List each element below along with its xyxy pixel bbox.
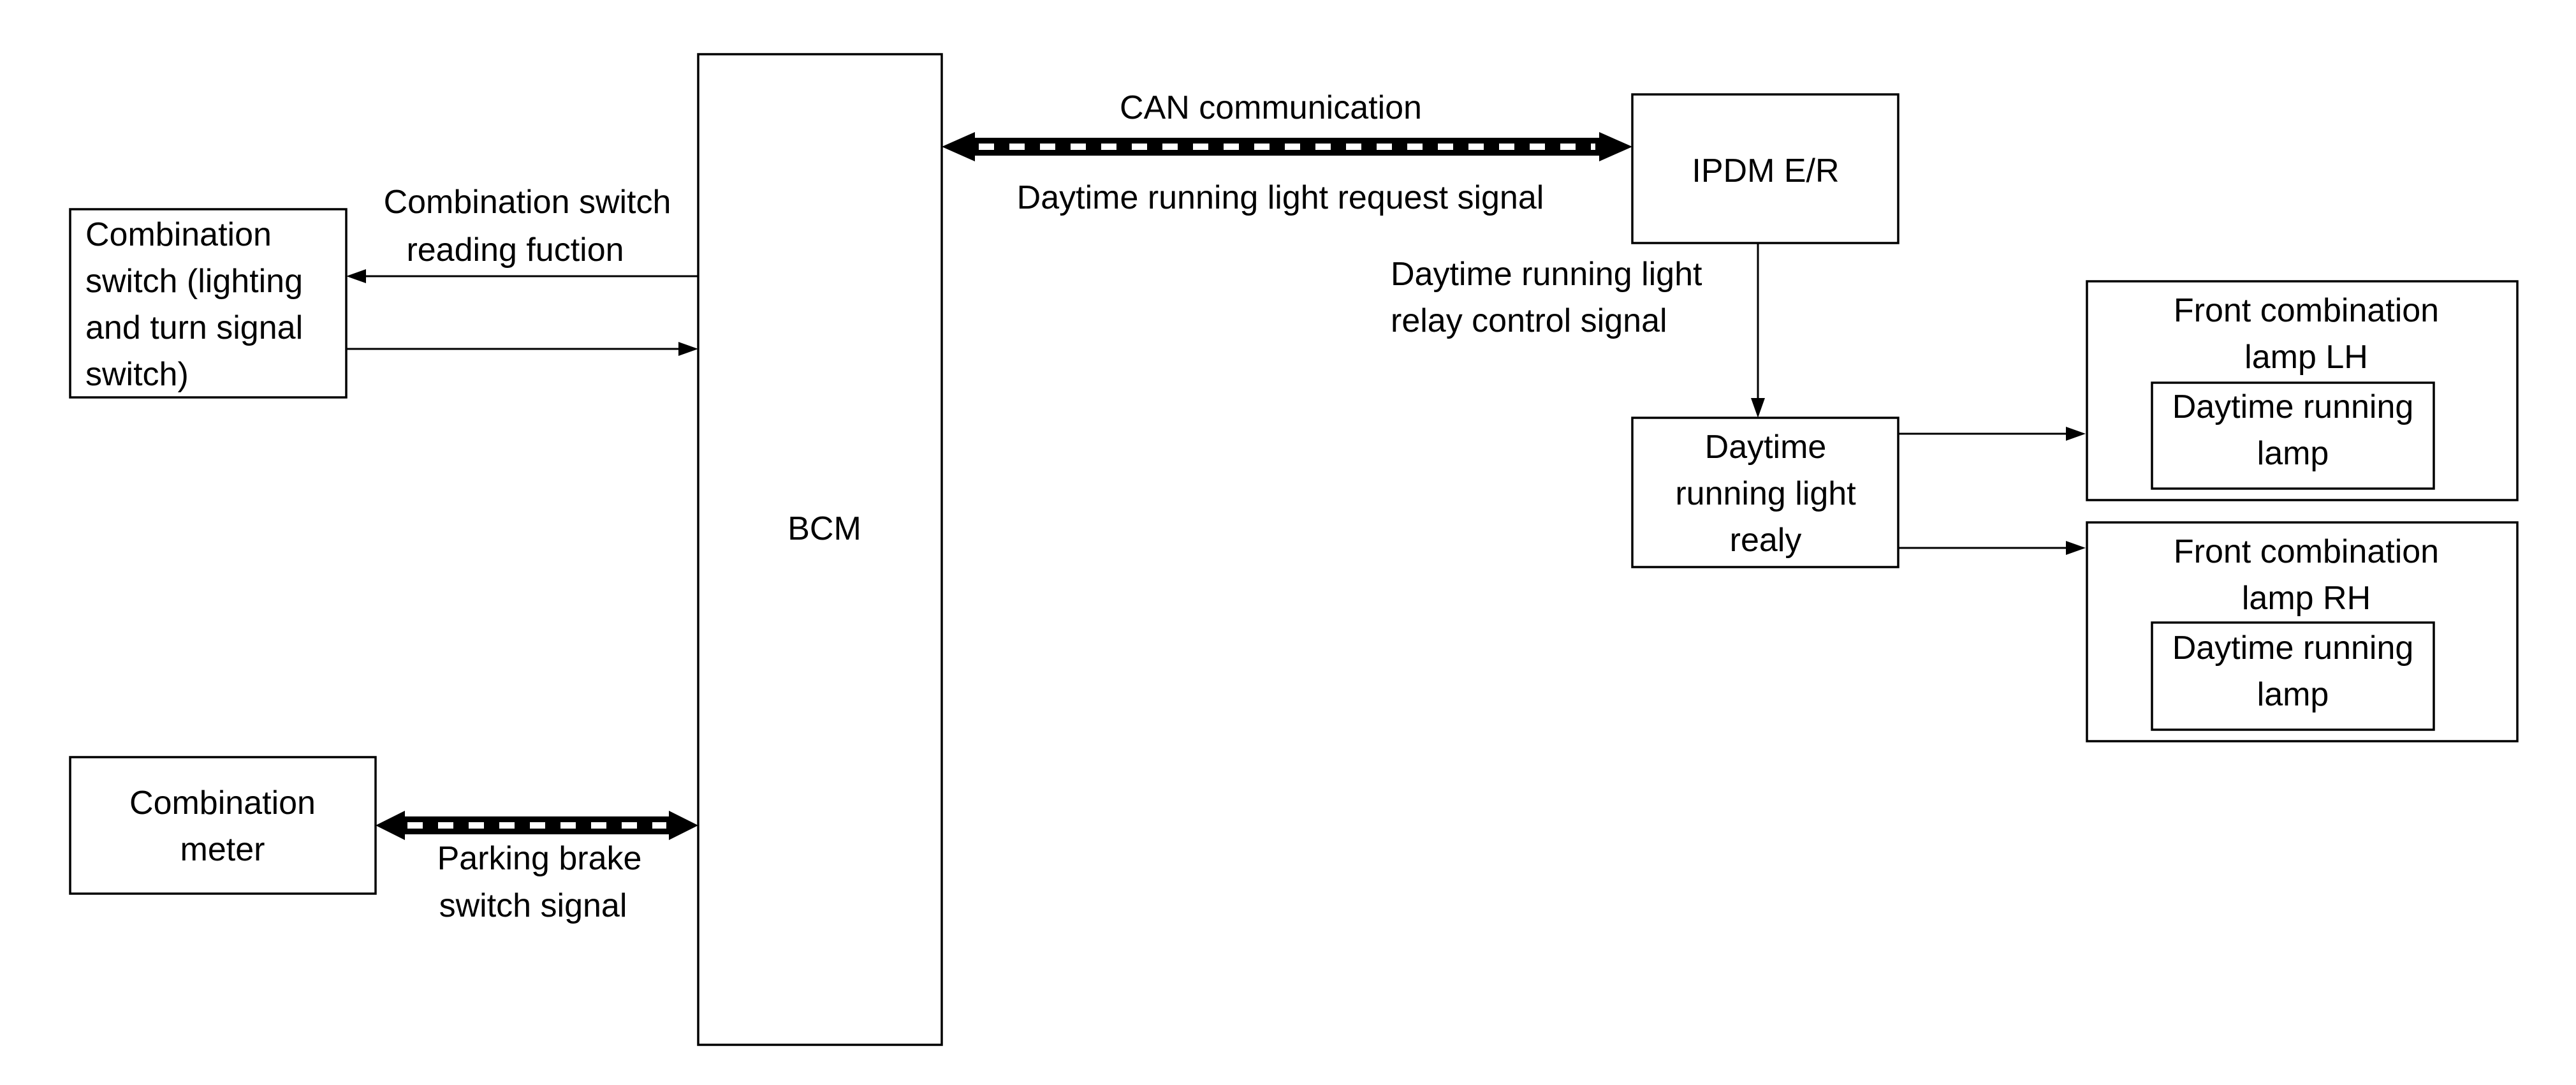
front-lamp-lh-drl-label-line-1: Daytime running [2172,388,2414,425]
switch-output-arrowhead [678,342,698,356]
switch-reading-arrowhead [346,269,366,283]
can-bus-arrowhead-left [942,132,975,161]
drl-relay-block: Daytime running light realy [1631,417,1899,568]
combination-meter-label-line-1: Combination [129,785,316,822]
front-lamp-lh-drl-label-line-2: lamp [2257,435,2329,472]
parking-brake-label-line-1: Parking brake [437,840,642,877]
switch-reading-wire [346,269,698,283]
combination-meter-label-line-2: meter [180,831,265,868]
combination-meter-block: Combination meter [69,756,377,895]
parking-brake-arrowhead-left [376,811,405,840]
parking-brake-label-line-2: switch signal [439,887,627,924]
relay-to-lh-arrowhead [2066,427,2086,441]
bcm-label: BCM [787,510,861,547]
front-lamp-lh-title-line-2: lamp LH [2244,339,2368,376]
switch-reading-label-line-2: reading fuction [406,232,624,269]
front-lamp-rh-drl-label-line-1: Daytime running [2172,630,2414,667]
can-bus-connector [942,132,1632,161]
relay-to-rh-wire [1898,541,2086,555]
relay-to-lh-wire [1898,427,2086,441]
parking-brake-arrowhead-right [669,811,698,840]
drl-relay-label-line-3: realy [1730,522,1802,559]
ipdm-label: IPDM E/R [1692,152,1839,189]
switch-reading-label-line-1: Combination switch [384,184,671,221]
front-lamp-rh-block: Front combination lamp RH Daytime runnin… [2086,521,2519,742]
drl-relay-label-line-1: Daytime [1705,429,1827,466]
relay-control-label-line-1: Daytime running light [1391,256,1702,293]
bcm-block: BCM [697,53,943,1046]
relay-control-wire [1751,243,1765,418]
relay-control-arrowhead [1751,398,1765,418]
relay-to-rh-arrowhead [2066,541,2086,555]
relay-control-label-line-2: relay control signal [1391,302,1667,339]
can-bus-arrowhead-right [1599,132,1632,161]
front-lamp-rh-title-line-2: lamp RH [2242,580,2371,617]
can-communication-label: CAN communication [1120,89,1422,126]
front-lamp-rh-drl-block: Daytime running lamp [2151,621,2435,731]
drl-request-signal-label: Daytime running light request signal [1017,179,1544,216]
parking-brake-bus-connector [376,811,698,840]
front-lamp-rh-title-line-1: Front combination [2174,533,2439,570]
front-lamp-rh-drl-label-line-2: lamp [2257,676,2329,713]
switch-output-wire [346,342,698,356]
combination-switch-label-line-4: switch) [85,356,189,393]
front-lamp-lh-drl-block: Daytime running lamp [2151,381,2435,490]
combination-switch-block: Combination switch (lighting and turn si… [69,208,348,399]
combination-switch-label-line-3: and turn signal [85,309,303,346]
front-lamp-lh-block: Front combination lamp LH Daytime runnin… [2086,280,2519,501]
combination-switch-label-line-1: Combination [85,216,272,253]
front-lamp-lh-title-line-1: Front combination [2174,292,2439,329]
drl-relay-label-line-2: running light [1675,475,1856,512]
combination-switch-label-line-2: switch (lighting [85,263,303,300]
ipdm-block: IPDM E/R [1631,93,1899,244]
